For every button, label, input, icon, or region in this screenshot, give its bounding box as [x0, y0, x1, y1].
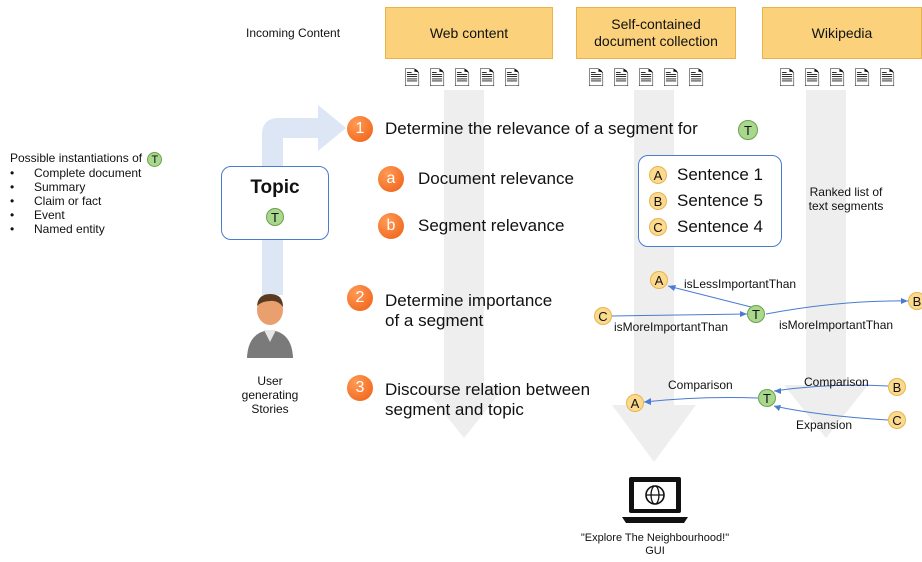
document-icon: 🗎 [829, 68, 846, 90]
topic-box: Topic T [221, 166, 329, 240]
instantiations-list: Complete document Summary Claim or fact … [10, 166, 141, 236]
segment-c-node: C [649, 218, 667, 236]
topic-t-node: T [738, 120, 758, 140]
document-icon: 🗎 [404, 68, 421, 90]
collection-documents: 🗎 🗎 🗎 🗎 🗎 [588, 69, 707, 89]
step-2-text: Determine importance of a segment [385, 291, 553, 330]
substep-a-badge: a [378, 166, 404, 192]
ranked-item-text: Sentence 1 [677, 165, 764, 184]
topic-title: Topic [250, 177, 300, 198]
edge-c-to-t-importance [611, 313, 748, 317]
ranked-list-caption: Ranked list of text segments [808, 185, 884, 213]
source-document-collection: Self-contained document collection [576, 7, 736, 59]
topic-t-node: T [266, 208, 284, 226]
ranked-list-box: A Sentence 1 B Sentence 5 C Sentence 4 [638, 155, 782, 247]
edge-label-is-more-important-c: isMoreImportantThan [614, 320, 729, 334]
document-icon: 🗎 [804, 68, 821, 90]
document-icon: 🗎 [779, 68, 796, 90]
document-icon: 🗎 [688, 68, 705, 90]
document-icon: 🗎 [613, 68, 630, 90]
edge-t-to-a-discourse [643, 397, 759, 403]
document-icon: 🗎 [479, 68, 496, 90]
step-1-badge: 1 [347, 116, 373, 142]
ranked-item-text: Sentence 4 [677, 217, 764, 236]
instantiations-heading: Possible instantiations of T [10, 151, 163, 167]
incoming-content-label: Incoming Content [246, 26, 341, 40]
edge-label-expansion: Expansion [796, 418, 853, 432]
document-icon: 🗎 [588, 68, 605, 90]
step-3-badge: 3 [347, 375, 373, 401]
user-caption: User generating Stories [241, 374, 299, 416]
document-icon: 🗎 [638, 68, 655, 90]
step-2-badge: 2 [347, 285, 373, 311]
flow-arrow-web [422, 90, 506, 438]
ranked-item-text: Sentence 5 [677, 191, 764, 210]
list-item: Named entity [10, 222, 141, 236]
document-icon: 🗎 [454, 68, 471, 90]
substep-b-badge: b [378, 213, 404, 239]
step-1-text: Determine the relevance of a segment for [385, 119, 698, 138]
importance-node-t: T [747, 305, 765, 323]
segment-b-node: B [649, 192, 667, 210]
document-icon: 🗎 [504, 68, 521, 90]
substep-b-text: Segment relevance [418, 216, 565, 235]
list-item: Event [10, 208, 141, 222]
edge-b-to-t-discourse [773, 384, 889, 392]
laptop-globe-icon [622, 477, 688, 523]
discourse-node-b: B [888, 378, 906, 396]
topic-flow-arrow [262, 105, 346, 295]
wikipedia-documents: 🗎 🗎 🗎 🗎 🗎 [779, 69, 898, 89]
document-icon: 🗎 [429, 68, 446, 90]
topic-t-node: T [147, 152, 163, 167]
edge-label-is-more-important-b: isMoreImportantThan [779, 318, 894, 332]
edge-t-to-b-importance [765, 300, 909, 315]
source-web-content: Web content [385, 7, 553, 59]
edge-label-comparison-b: Comparison [804, 375, 869, 389]
importance-node-c: C [594, 307, 612, 325]
list-item: Summary [10, 180, 141, 194]
discourse-node-t: T [758, 389, 776, 407]
list-item: Claim or fact [10, 194, 141, 208]
discourse-node-a: A [626, 394, 644, 412]
segment-a-node: A [649, 166, 667, 184]
gui-caption: "Explore The Neighbourhood!" GUI [580, 532, 730, 557]
list-item: Complete document [10, 166, 141, 180]
edge-t-to-a-importance [667, 285, 756, 309]
edge-label-is-less-important: isLessImportantThan [684, 277, 797, 291]
edge-label-comparison-a: Comparison [668, 378, 733, 392]
importance-node-b: B [908, 292, 922, 310]
edge-c-to-t-discourse [773, 405, 889, 421]
step-3-text: Discourse relation between segment and t… [385, 380, 591, 419]
document-icon: 🗎 [663, 68, 680, 90]
importance-node-a: A [650, 271, 668, 289]
user-avatar-icon [247, 294, 293, 358]
flow-arrow-wikipedia [784, 90, 868, 438]
discourse-node-c: C [888, 411, 906, 429]
document-icon: 🗎 [879, 68, 896, 90]
source-wikipedia: Wikipedia [762, 7, 922, 59]
substep-a-text: Document relevance [418, 169, 574, 188]
web-documents: 🗎 🗎 🗎 🗎 🗎 [404, 69, 523, 89]
document-icon: 🗎 [854, 68, 871, 90]
